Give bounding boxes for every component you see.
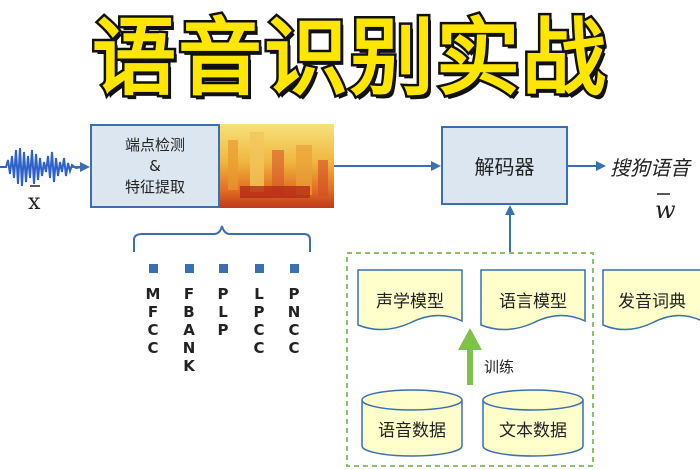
feature-letter: P: [288, 285, 300, 303]
acoustic-model-label: 声学模型: [376, 292, 444, 312]
lexicon-doc: 发音词典: [602, 269, 700, 335]
feature-letter: A: [183, 321, 195, 339]
feature-letter: P: [253, 303, 265, 321]
feature-brace: [133, 225, 311, 252]
feature-letter: L: [218, 303, 228, 321]
bullet-square-icon: [289, 264, 299, 273]
speech-data-label: 语音数据: [378, 421, 446, 441]
bullet-square-icon: [184, 264, 194, 273]
endpoint-line2: &: [149, 156, 161, 175]
endpoint-line1: 端点检测: [124, 135, 185, 154]
decoder-box: 解码器: [441, 126, 568, 205]
feature-letter: C: [253, 339, 265, 357]
feature-letter: C: [147, 339, 159, 357]
cylinder-shape: [361, 389, 463, 457]
feature-letter: C: [253, 321, 265, 339]
endpoint-feature-box: 端点检测 & 特征提取: [90, 124, 220, 208]
feature-letter: K: [183, 357, 195, 375]
cylinder-shape: [482, 389, 584, 457]
output-text: 搜狗语音: [610, 156, 690, 180]
bullet-square-icon: [254, 264, 264, 273]
feature-letter: P: [217, 321, 229, 339]
feature-letter: F: [147, 303, 159, 321]
text-data-cylinder: 文本数据: [481, 388, 585, 458]
input-symbol: x: [28, 190, 41, 215]
feature-letter: N: [182, 339, 196, 357]
bullet-square-icon: [148, 264, 158, 273]
feature-letter: N: [287, 303, 301, 321]
model-group: [346, 252, 594, 467]
language-model-doc: 语言模型: [480, 269, 586, 335]
feature-letter: L: [254, 285, 264, 303]
endpoint-line3: 特征提取: [124, 177, 185, 196]
waveform: [0, 147, 88, 187]
feature-letter: B: [183, 303, 195, 321]
lexicon-label: 发音词典: [618, 292, 686, 312]
language-model-label: 语言模型: [499, 292, 567, 312]
acoustic-model-doc: 声学模型: [357, 269, 463, 335]
training-label: 训练: [484, 358, 515, 376]
output-symbol: w: [655, 196, 676, 224]
speech-data-cylinder: 语音数据: [360, 388, 464, 458]
doc-shape: [480, 269, 586, 331]
bullet-square-icon: [218, 264, 228, 273]
spectrogram: [220, 124, 334, 208]
feature-letter: P: [217, 285, 229, 303]
text-data-label: 文本数据: [499, 421, 567, 441]
doc-shape: [602, 269, 700, 331]
feature-letter: C: [288, 321, 300, 339]
feature-letter: C: [147, 321, 159, 339]
page-title: 语音识别实战: [89, 7, 608, 110]
feature-letter: F: [183, 285, 195, 303]
feature-letter: C: [288, 339, 300, 357]
doc-shape: [357, 269, 463, 331]
feature-letter: M: [145, 285, 161, 303]
